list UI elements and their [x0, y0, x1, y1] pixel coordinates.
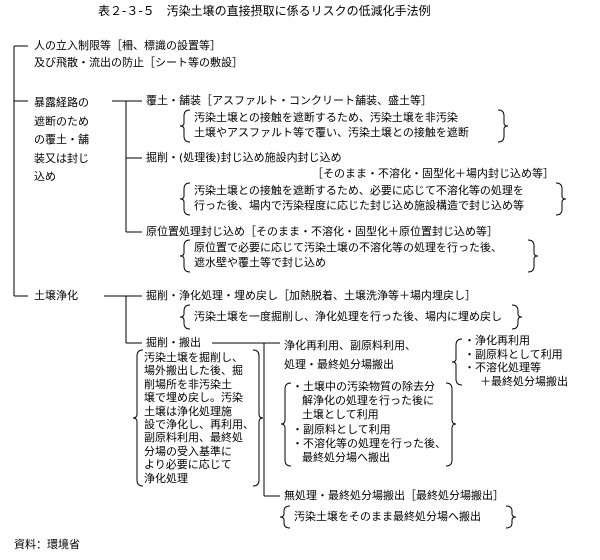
disposal-description: 汚染土壌をそのまま最終処分場へ搬出: [294, 510, 481, 523]
removal-description: 汚染土壌を掘削し、 場外搬出した後、掘 削場所を非汚染土 壌で埋め戻し。汚染 土…: [144, 351, 254, 485]
reuse-items: ・土壌中の汚染物質の除去分 解浄化の処理を行った後に 土壌として利用 ・副原料と…: [292, 380, 446, 465]
access-restriction-line1: 人の立入制限等［柵、標識の設置等］: [34, 39, 221, 52]
bracket-right-cover: [497, 109, 509, 143]
cover-heading: 覆土・舗装［アスファルト・コンクリート舗装、盛土等］: [146, 94, 432, 107]
table-title: 表２-３-５ 汚染土壌の直接摂取に係るリスクの低減化手法例: [98, 4, 431, 18]
bracket-right-insitu: [527, 239, 539, 273]
disposal-heading: 無処理・最終処分場搬出［最終処分場搬出］: [284, 489, 504, 502]
bracket-right-backfill: [511, 304, 523, 330]
bracket-left-sidelist: [451, 338, 463, 386]
contain-description: 汚染土壌との接触を遮断するため、必要に応じて不溶化等の処理を 行った後、場内で汚…: [194, 184, 524, 212]
exposure-label: 暴露経路の 遮断のため の覆土・舗 装又は封じ 込め: [34, 96, 89, 183]
access-restriction-line2: 及び飛散・流出の防止［シート等の敷設］: [34, 56, 243, 69]
cover-description: 汚染土壌との接触を遮断するため、汚染土壌を非汚染 土壌やアスファルト等で覆い、汚…: [194, 111, 469, 139]
backfill-heading: 掘削・浄化処理・埋め戻し［加熱脱着、土壌洗浄等＋場内埋戻し］: [146, 289, 476, 302]
bracket-right-removal: [252, 349, 264, 487]
bracket-left-contain: [179, 182, 191, 216]
bracket-right-contain: [555, 182, 567, 216]
contain-heading: 掘削・(処理後)封じ込め施設内封じ込め: [146, 151, 342, 164]
bracket-left-backfill: [179, 304, 191, 330]
source-note: 資料：環境省: [14, 538, 80, 551]
insitu-description: 原位置で必要に応じて汚染土壌の不溶化等の処理を行った後、 遮水壁や覆土等で封じ込…: [194, 241, 502, 269]
bracket-left-removal: [132, 349, 144, 487]
bracket-left-disposal: [279, 505, 291, 529]
insitu-heading: 原位置処理封じ込め［そのまま・不溶化・固型化＋原位置封じ込め等］: [146, 225, 498, 238]
bracket-left-reuse: [280, 382, 292, 467]
purification-label: 土壌浄化: [34, 289, 78, 302]
reuse-side-list: ・浄化再利用 ・副原料として利用 ・不溶化処理等 ＋最終処分場搬出: [464, 334, 568, 388]
bracket-right-disposal: [505, 505, 517, 529]
removal-label: 掘削・搬出: [146, 336, 201, 349]
bracket-right-reuse: [445, 382, 457, 467]
bracket-left-cover: [179, 109, 191, 143]
backfill-description: 汚染土壌を一度掘削し、浄化処理を行った後、場内に埋め戻し: [194, 310, 502, 323]
contain-heading-sub: ［そのまま・不溶化・固型化＋場内封じ込め等］: [312, 167, 554, 180]
reuse-heading: 浄化再利用、副原料利用、 処理・最終処分場搬出: [284, 339, 416, 371]
bracket-left-insitu: [179, 239, 191, 273]
